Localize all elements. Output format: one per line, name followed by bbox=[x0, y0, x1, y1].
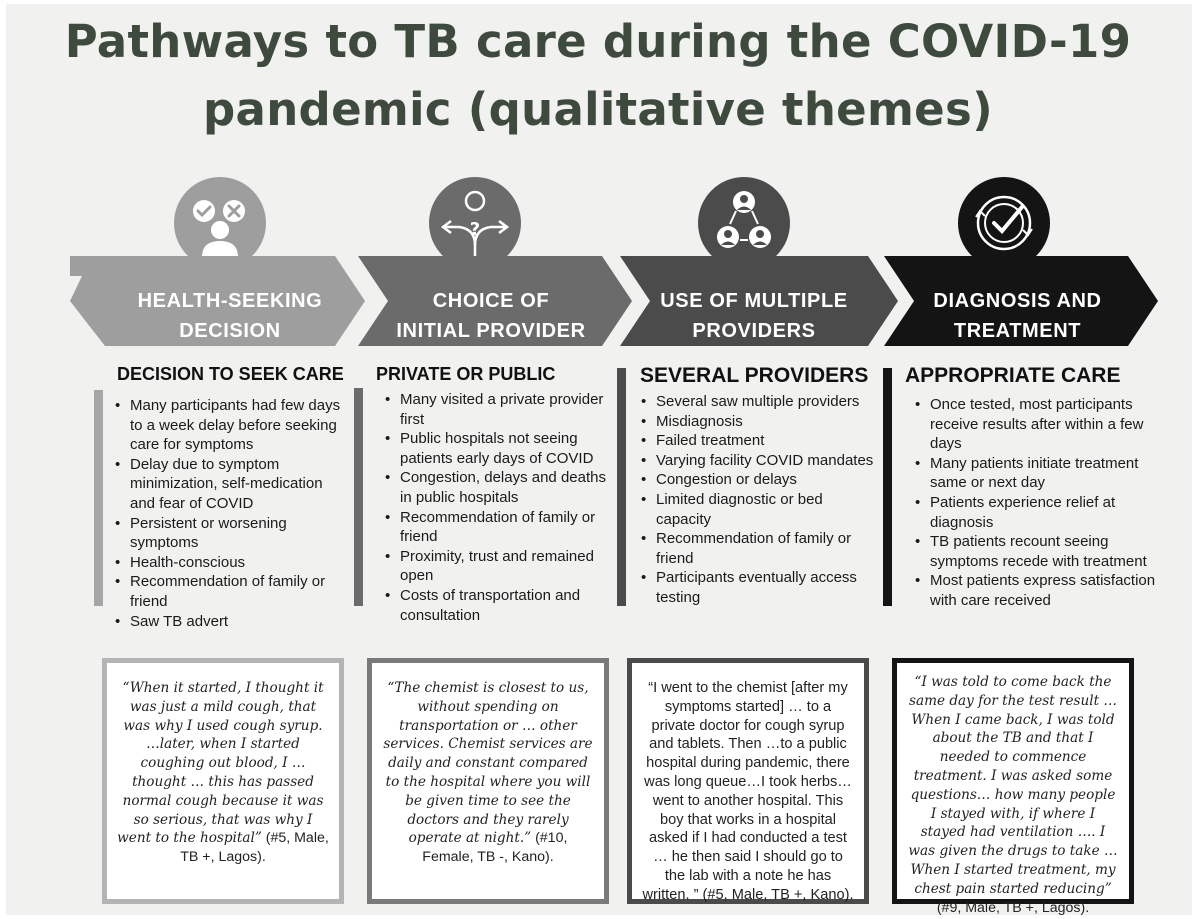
quote-text: “I went to the chemist [after my symptom… bbox=[642, 680, 852, 903]
accent-bar-2 bbox=[354, 388, 363, 606]
list-item: Delay due to symptom minimization, self-… bbox=[114, 455, 342, 514]
check-cross-person-icon bbox=[174, 177, 266, 269]
list-item: Most patients express satisfaction with … bbox=[914, 571, 1172, 610]
list-item: Misdiagnosis bbox=[640, 412, 875, 432]
list-item: Many patients initiate treatment same or… bbox=[914, 454, 1172, 493]
accent-bar-1 bbox=[94, 390, 103, 606]
quote-box-1: “When it started, I thought it was just … bbox=[102, 658, 344, 904]
title-line-2: pandemic (qualitative themes) bbox=[203, 83, 993, 136]
stage-3-arrow bbox=[620, 256, 898, 346]
quote-citation: (#5, Male, TB +, Lagos). bbox=[180, 830, 329, 866]
quote-citation: (#9, Male, TB +, Lagos). bbox=[936, 899, 1090, 916]
bullet-list-4: Once tested, most participants receive r… bbox=[914, 395, 1172, 611]
section-title-4: APPROPRIATE CARE bbox=[905, 364, 1121, 387]
accent-bar-4 bbox=[883, 368, 892, 606]
list-item: Varying facility COVID mandates bbox=[640, 451, 875, 471]
list-item: Recommendation of family or friend bbox=[384, 508, 610, 547]
stage-4-arrow bbox=[884, 256, 1158, 346]
quote-text: “I was told to come back the same day fo… bbox=[908, 674, 1118, 897]
list-item: Several saw multiple providers bbox=[640, 392, 875, 412]
stage-1-arrow bbox=[70, 256, 365, 346]
list-item: Patients experience relief at diagnosis bbox=[914, 493, 1172, 532]
people-network-icon bbox=[698, 177, 790, 269]
list-item: Many visited a private provider first bbox=[384, 390, 610, 429]
quote-box-2: “The chemist is closest to us, without s… bbox=[367, 658, 609, 904]
quote-text: “The chemist is closest to us, without s… bbox=[383, 680, 593, 847]
pathway-arrows bbox=[70, 256, 1158, 346]
list-item: Once tested, most participants receive r… bbox=[914, 395, 1172, 454]
stage-2-arrow bbox=[358, 256, 632, 346]
list-item: Participants eventually access testing bbox=[640, 568, 875, 607]
bullet-list-1: Many participants had few days to a week… bbox=[114, 396, 342, 631]
page-title: Pathways to TB care during the COVID-19 … bbox=[0, 8, 1196, 144]
quote-box-4: “I was told to come back the same day fo… bbox=[892, 658, 1134, 916]
list-item: Persistent or worsening symptoms bbox=[114, 514, 342, 553]
list-item: Recommendation of family or friend bbox=[640, 529, 875, 568]
bullet-list-3: Several saw multiple providers Misdiagno… bbox=[640, 392, 875, 608]
list-item: Failed treatment bbox=[640, 431, 875, 451]
quote-text: “When it started, I thought it was just … bbox=[117, 680, 324, 847]
title-line-1: Pathways to TB care during the COVID-19 bbox=[64, 15, 1132, 68]
list-item: Limited diagnostic or bed capacity bbox=[640, 490, 875, 529]
list-item: Congestion, delays and deaths in public … bbox=[384, 468, 610, 507]
section-title-1: DECISION TO SEEK CARE bbox=[117, 364, 344, 384]
list-item: Recommendation of family or friend bbox=[114, 572, 342, 611]
quote-citation: (#5, Male, TB +, Kano). bbox=[698, 886, 854, 903]
accent-bar-3 bbox=[617, 368, 626, 606]
crossroads-question-person-icon: ? bbox=[429, 177, 521, 269]
list-item: Health-conscious bbox=[114, 553, 342, 573]
list-item: Saw TB advert bbox=[114, 612, 342, 632]
check-circle-arrows-icon bbox=[958, 177, 1050, 269]
list-item: Congestion or delays bbox=[640, 470, 875, 490]
list-item: Proximity, trust and remained open bbox=[384, 547, 610, 586]
svg-text:?: ? bbox=[470, 219, 480, 240]
section-title-2: PRIVATE OR PUBLIC bbox=[376, 364, 556, 384]
list-item: Many participants had few days to a week… bbox=[114, 396, 342, 455]
quote-box-3: “I went to the chemist [after my symptom… bbox=[627, 658, 869, 904]
section-title-3: SEVERAL PROVIDERS bbox=[640, 364, 869, 387]
list-item: Costs of transportation and consultation bbox=[384, 586, 610, 625]
bullet-list-2: Many visited a private provider first Pu… bbox=[384, 390, 610, 625]
list-item: Public hospitals not seeing patients ear… bbox=[384, 429, 610, 468]
list-item: TB patients recount seeing symptoms rece… bbox=[914, 532, 1172, 571]
quote-citation: (#10, Female, TB -, Kano). bbox=[422, 830, 568, 866]
